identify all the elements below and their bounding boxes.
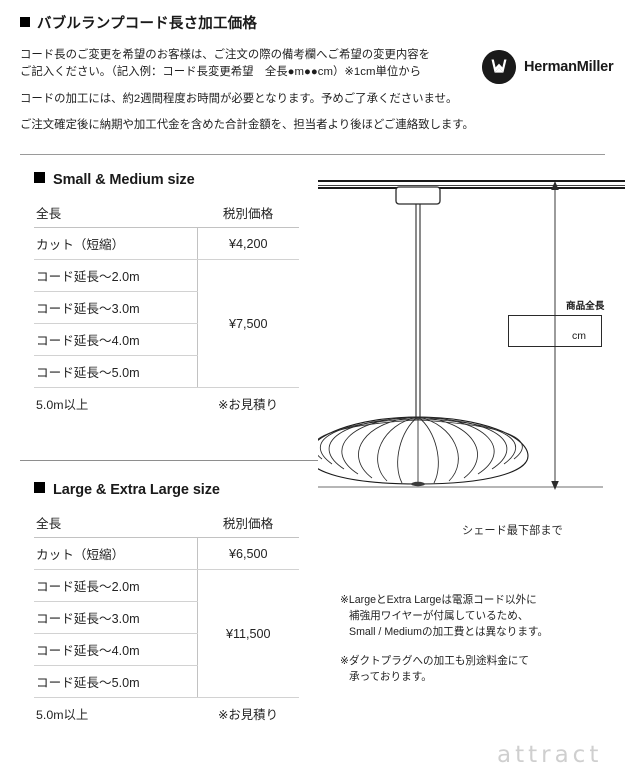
intro-paragraph-3: ご注文確定後に納期や加工代金を含めた合計金額を、担当者より後ほどご連絡致します。: [20, 117, 475, 133]
cell-price-merged: ¥7,500: [197, 259, 299, 388]
section-title-text: Small & Medium size: [53, 172, 195, 188]
cell-length: コード延長〜5.0m: [34, 355, 198, 388]
section-small-medium: Small & Medium size 全長 税別価格 カット（短縮） ¥4,2…: [20, 172, 320, 420]
table-row: コード延長〜5.0m: [34, 665, 299, 698]
cell-length: コード延長〜3.0m: [34, 601, 198, 634]
square-bullet-icon: [20, 17, 30, 27]
cell-length: 5.0m以上: [36, 398, 89, 412]
section-divider: [20, 460, 318, 461]
section-title-text: Large & Extra Large size: [53, 482, 220, 498]
table-row: コード延長〜3.0m: [34, 601, 299, 634]
unit-label-cm: cm: [572, 330, 586, 342]
cell-length: コード延長〜2.0m: [34, 569, 198, 602]
cell-length: コード延長〜3.0m: [34, 291, 198, 324]
page-title-text: バブルランプコード長さ加工価格: [37, 16, 258, 32]
price-table-small-medium: 全長 税別価格 カット（短縮） ¥4,200 コード延長〜2.0m ¥7,500…: [34, 198, 299, 420]
column-header-price: 税別価格: [197, 198, 299, 228]
cell-price: ¥6,500: [197, 537, 299, 570]
square-bullet-icon: [34, 482, 45, 493]
lamp-shade: [318, 416, 529, 487]
attract-logo: attract: [497, 742, 603, 768]
cell-price: ※お見積り: [218, 398, 278, 412]
ceiling-rail: [318, 180, 625, 189]
note-line: ※ダクトプラグへの加工も別途料金にて: [340, 655, 529, 667]
column-header-length: 全長: [34, 198, 197, 228]
note-line: 補強用ワイヤーが付属しているため、: [349, 610, 529, 622]
intro-line: コードの加工には、約2週間程度お時間が必要となります。予めご了承くださいませ。: [20, 93, 458, 105]
dimension-label: 商品全長: [566, 301, 605, 312]
notes-list: ※LargeとExtra Largeは電源コード以外に 補強用ワイヤーが付属して…: [340, 592, 610, 698]
intro-paragraph-1: コード長のご変更を希望のお客様は、ご注文の際の備考欄へご希望の変更内容を ご記入…: [20, 47, 475, 81]
cell-length: コード延長〜5.0m: [34, 665, 198, 698]
note-line: ※LargeとExtra Largeは電源コード以外に: [340, 594, 537, 606]
cell-price: ¥4,200: [197, 227, 299, 260]
intro-paragraph-2: コードの加工には、約2週間程度お時間が必要となります。予めご了承くださいませ。: [20, 91, 475, 107]
table-row: コード延長〜4.0m: [34, 633, 299, 666]
cell-length: カット（短縮）: [34, 537, 198, 570]
cell-price: ※お見積り: [218, 708, 278, 722]
section-title-small-medium: Small & Medium size: [34, 172, 320, 188]
header-divider: [20, 154, 605, 155]
table-row: コード延長〜3.0m: [34, 291, 299, 324]
cell-length: コード延長〜4.0m: [34, 633, 198, 666]
price-table-large-extra-large: 全長 税別価格 カット（短縮） ¥6,500 コード延長〜2.0m ¥11,50…: [34, 508, 299, 730]
table-row: カット（短縮） ¥4,200: [34, 227, 299, 260]
cell-length: コード延長〜2.0m: [34, 259, 198, 292]
length-value-box[interactable]: [508, 315, 602, 347]
column-header-length: 全長: [34, 508, 197, 538]
table-row: コード延長〜2.0m ¥7,500: [34, 259, 299, 388]
shade-bottom-caption: シェード最下部まで: [462, 525, 563, 537]
note-item: ※LargeとExtra Largeは電源コード以外に 補強用ワイヤーが付属して…: [340, 592, 610, 640]
note-line: Small / Mediumの加工費とは異なります。: [349, 626, 549, 638]
square-bullet-icon: [34, 172, 45, 183]
table-footer-row: 5.0m以上 ※お見積り: [34, 388, 299, 421]
table-row: カット（短縮） ¥6,500: [34, 537, 299, 570]
table-header-row: 全長 税別価格: [34, 508, 299, 538]
intro-text: コード長のご変更を希望のお客様は、ご注文の際の備考欄へご希望の変更内容を ご記入…: [20, 47, 475, 143]
table-row: コード延長〜5.0m: [34, 355, 299, 388]
intro-line: ご注文確定後に納期や加工代金を含めた合計金額を、担当者より後ほどご連絡致します。: [20, 119, 474, 131]
intro-line: コード長のご変更を希望のお客様は、ご注文の際の備考欄へご希望の変更内容を: [20, 49, 431, 61]
page-title: バブルランプコード長さ加工価格: [20, 12, 257, 33]
table-footer-row: 5.0m以上 ※お見積り: [34, 698, 299, 731]
cell-length: コード延長〜4.0m: [34, 323, 198, 356]
cell-length: 5.0m以上: [36, 708, 89, 722]
section-large-extra-large: Large & Extra Large size 全長 税別価格 カット（短縮）…: [20, 482, 320, 730]
column-header-price: 税別価格: [197, 508, 299, 538]
note-item: ※ダクトプラグへの加工も別途料金にて 承っております。: [340, 653, 610, 685]
note-line: 承っております。: [349, 671, 432, 683]
herman-miller-logo: HermanMiller: [482, 50, 614, 84]
table-row: コード延長〜2.0m ¥11,500: [34, 569, 299, 698]
dimension-arrow: [551, 181, 559, 490]
bubble-lamp-diagram: [318, 168, 625, 538]
herman-miller-mark-icon: [482, 50, 516, 84]
section-title-large-extra-large: Large & Extra Large size: [34, 482, 320, 498]
herman-miller-wordmark: HermanMiller: [524, 59, 614, 75]
cell-length: カット（短縮）: [34, 227, 198, 260]
intro-line: ご記入ください。（記入例：コード長変更希望 全長●m●●cm）※1cm単位から: [20, 66, 422, 78]
table-row: コード延長〜4.0m: [34, 323, 299, 356]
table-header-row: 全長 税別価格: [34, 198, 299, 228]
cell-price-merged: ¥11,500: [197, 569, 299, 698]
